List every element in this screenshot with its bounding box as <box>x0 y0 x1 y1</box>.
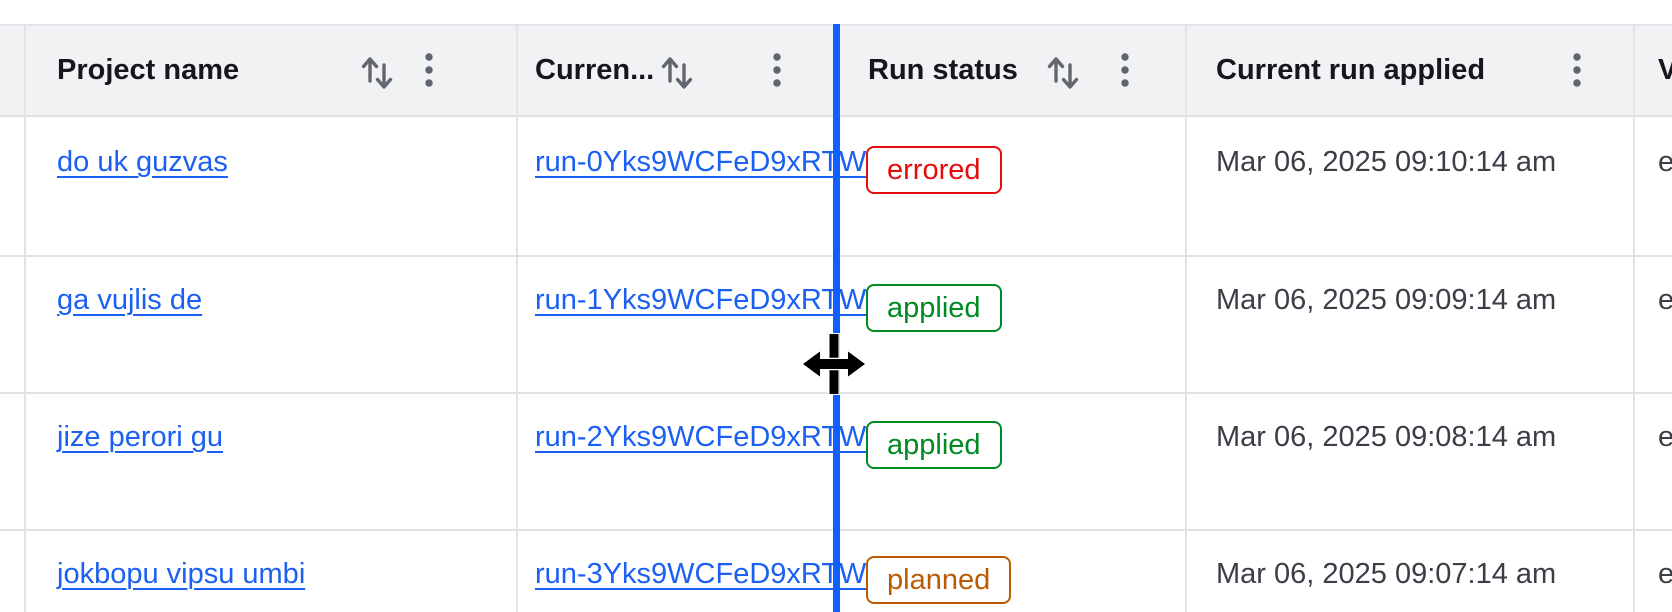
run-status-badge: applied <box>866 421 1002 469</box>
run-status-badge: errored <box>866 146 1002 194</box>
project-link[interactable]: ga vujlis de <box>57 284 203 316</box>
current-run-applied-timestamp: Mar 06, 2025 09:09:14 am <box>1216 284 1557 316</box>
run-id-link[interactable]: run-0Yks9WCFeD9xRTWo <box>535 146 883 178</box>
column-header-current-run-applied: Current run applied <box>1216 54 1486 86</box>
run-status-badge: applied <box>866 284 1002 332</box>
project-link[interactable]: jokbopu vipsu umbi <box>57 558 306 590</box>
column-header-current-run: Curren... <box>535 54 655 86</box>
run-id-link[interactable]: run-3Yks9WCFeD9xRTWo <box>535 558 883 590</box>
current-run-applied-timestamp: Mar 06, 2025 09:10:14 am <box>1216 146 1557 178</box>
column-border[interactable] <box>1185 24 1187 612</box>
column-resize-indicator[interactable] <box>833 24 840 612</box>
column-header-partial: V <box>1658 54 1672 86</box>
sort-icon[interactable] <box>360 53 394 93</box>
sort-icon[interactable] <box>1046 53 1080 93</box>
partial-cell-text: e <box>1658 284 1672 316</box>
run-id-link[interactable]: run-2Yks9WCFeD9xRTWo <box>535 421 883 453</box>
column-menu-kebab-icon[interactable] <box>1571 52 1583 90</box>
column-border[interactable] <box>1633 24 1635 612</box>
partial-cell-text: e <box>1658 146 1672 178</box>
column-header-run-status: Run status <box>868 54 1018 86</box>
project-link[interactable]: jize perori gu <box>57 421 224 453</box>
project-link[interactable]: do uk guzvas <box>57 146 228 178</box>
partial-cell-text: e <box>1658 421 1672 453</box>
column-border[interactable] <box>516 24 518 612</box>
run-status-badge: planned <box>866 556 1012 604</box>
partial-cell-text: e <box>1658 558 1672 590</box>
column-header-project-name: Project name <box>57 54 240 86</box>
column-menu-kebab-icon[interactable] <box>423 52 435 90</box>
current-run-applied-timestamp: Mar 06, 2025 09:08:14 am <box>1216 421 1557 453</box>
column-menu-kebab-icon[interactable] <box>1119 52 1131 90</box>
column-border <box>24 24 26 612</box>
column-menu-kebab-icon[interactable] <box>771 52 783 90</box>
sort-icon[interactable] <box>660 53 694 93</box>
run-id-link[interactable]: run-1Yks9WCFeD9xRTWo <box>535 284 883 316</box>
current-run-applied-timestamp: Mar 06, 2025 09:07:14 am <box>1216 558 1557 590</box>
